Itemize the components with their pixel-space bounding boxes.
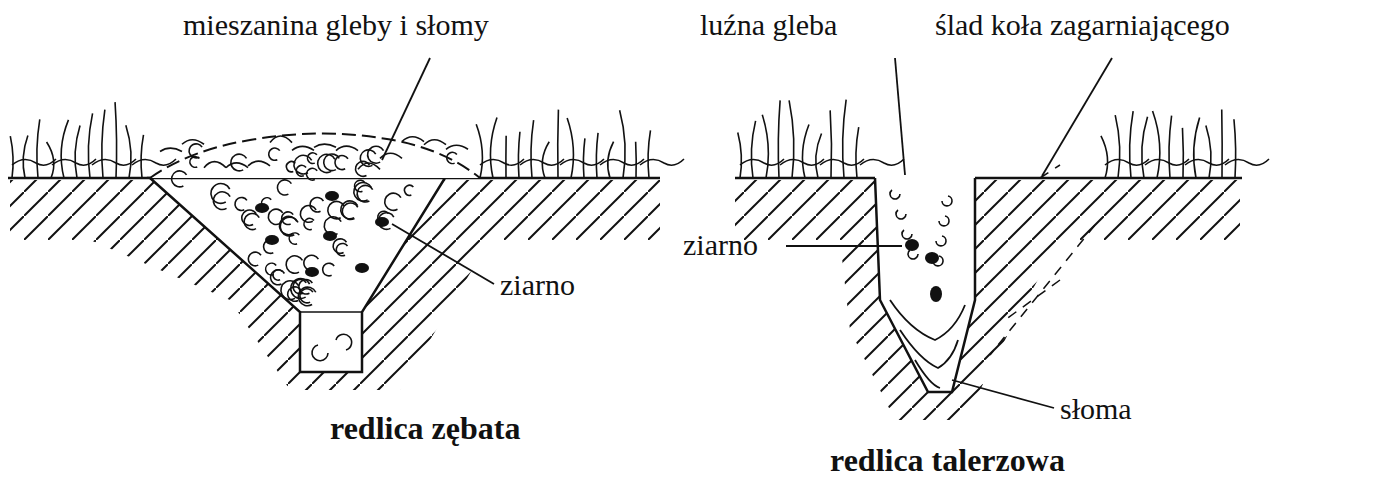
soil-straw-curls — [172, 144, 952, 361]
part-label: ziarno — [683, 228, 758, 263]
mixture-mound — [150, 133, 480, 178]
wheel-trace — [990, 165, 1095, 355]
ground-line — [975, 177, 1242, 180]
furrow-outline — [150, 178, 445, 372]
figure-title: redlica zębata — [330, 410, 520, 447]
slot-outline — [875, 178, 975, 392]
seed-grains — [255, 191, 942, 302]
part-label: słoma — [1060, 392, 1132, 427]
part-label: mieszanina gleby i słomy — [183, 8, 489, 43]
figure-title: redlica talerzowa — [830, 442, 1065, 479]
part-label: ślad koła zagarniającego — [935, 8, 1230, 43]
leader-lines — [382, 58, 1112, 408]
part-label: luźna gleba — [700, 8, 837, 43]
slot-top — [300, 311, 362, 313]
part-label: ziarno — [500, 268, 575, 303]
straw-layer — [890, 300, 965, 388]
soil-hatching — [735, 180, 1240, 420]
